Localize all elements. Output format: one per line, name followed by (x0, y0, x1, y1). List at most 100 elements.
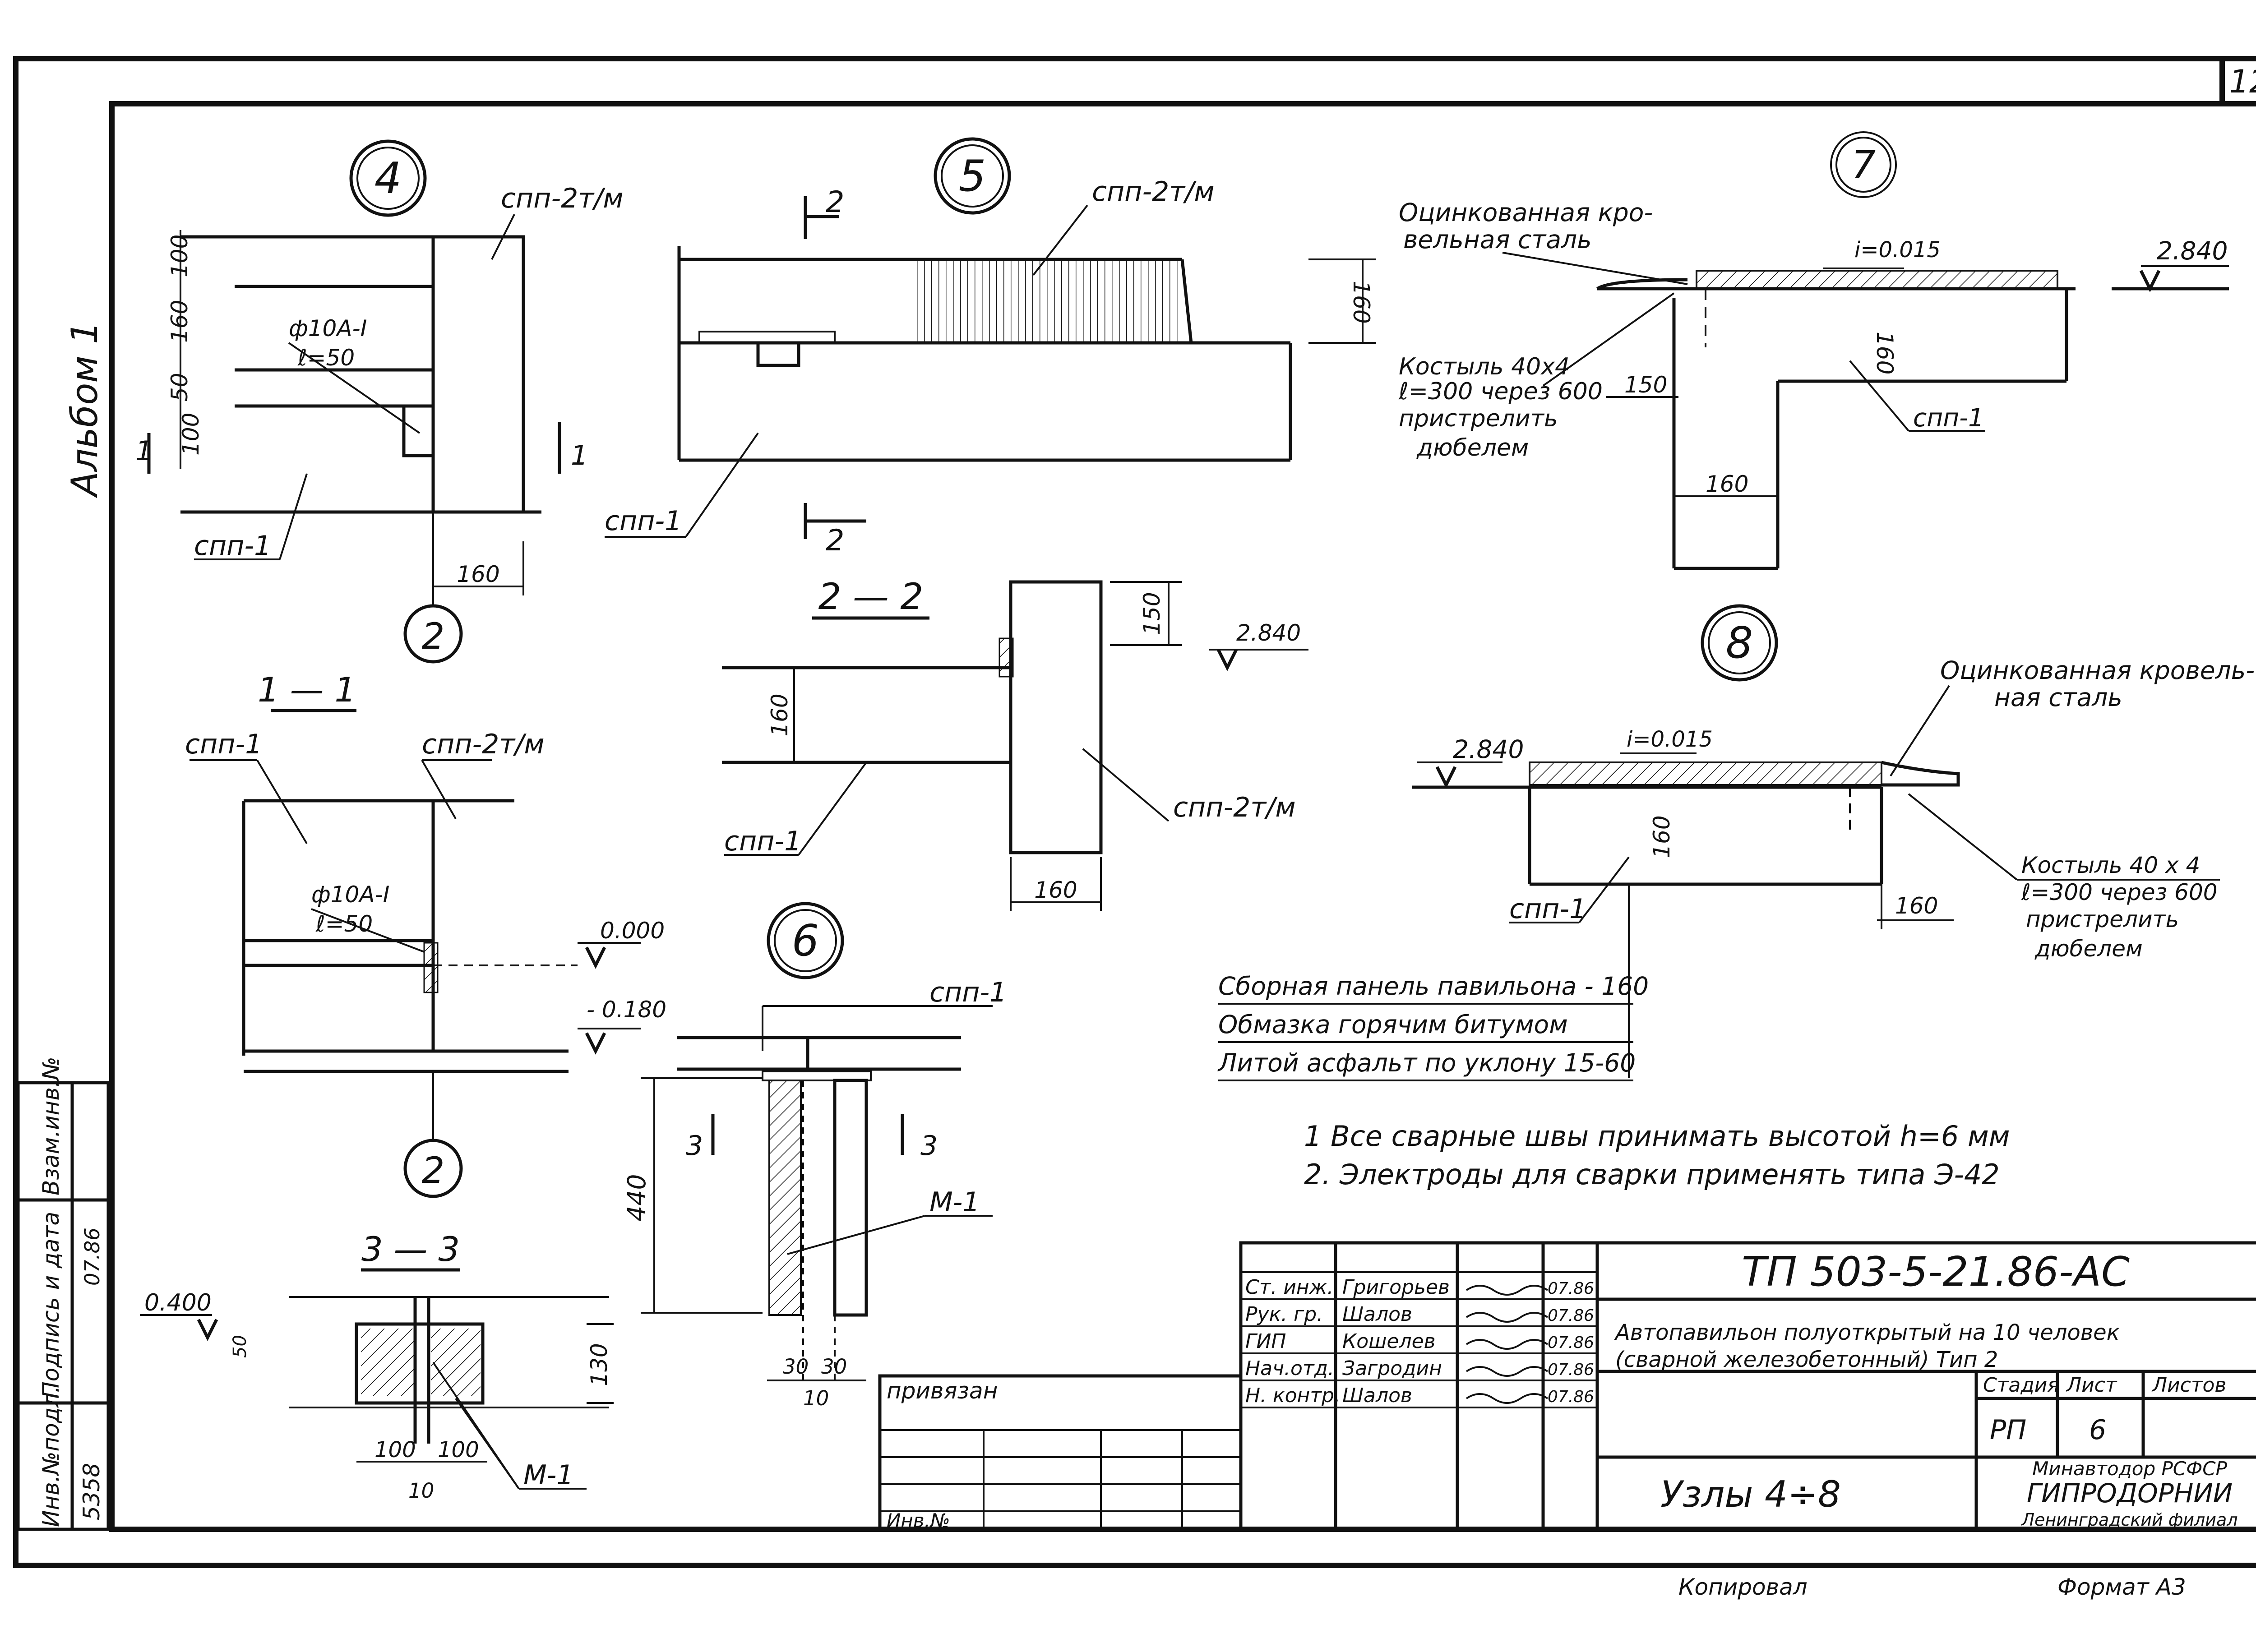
node-4-dim-160: 160 (166, 300, 193, 343)
note-1: 1 Все сварные швы принимать высотой h=6 … (1304, 1120, 2010, 1153)
doc-code: ТП 503-5-21.86-АС (1742, 1248, 2130, 1296)
staff-role-5: Н. контр. (1245, 1384, 1341, 1407)
staff-date-2: 07.86 (1548, 1306, 1594, 1325)
section-2-2: 2 — 2 160 150 2.840 спп-1 спп-2т/м 160 (722, 576, 1308, 911)
note-2: 2. Электроды для сварки применять типа Э… (1304, 1158, 2000, 1191)
section-2-2-level: 2.840 (1236, 620, 1301, 646)
layer-callouts: Сборная панель павильона - 160 Обмазка г… (1217, 884, 1649, 1081)
node-7-detail: 7 Оцинкованная кро- вельная сталь i=0.01… (1398, 131, 2229, 570)
node-5-dim-160: 160 (1348, 281, 1374, 323)
side-sign-date-label: Подпись и дата (38, 1212, 64, 1398)
node-8-crutch-2: ℓ=300 через 600 (2021, 879, 2218, 905)
node-8-crutch-4: дюбелем (2034, 936, 2143, 962)
node-4-dim-100a: 100 (166, 235, 193, 277)
section-2-2-panel-left: спп-1 (724, 826, 801, 857)
org-line-3: Ленинградский филиал (2020, 1510, 2238, 1530)
staff-date-1: 07.86 (1548, 1279, 1594, 1298)
layer-3: Литой асфальт по уклону 15-60 (1217, 1048, 1636, 1077)
node-7-dim-160: 160 (1706, 471, 1748, 497)
node-7-dim-150: 150 (1624, 372, 1667, 398)
node-4-ref-number: 2 (422, 615, 445, 657)
org-line-2: ГИПРОДОРНИИ (2027, 1478, 2233, 1509)
node-6-circle (767, 902, 844, 979)
section-2-2-dim-160v: 160 (767, 693, 793, 736)
node-6-section-mark-right: 3 (920, 1130, 938, 1162)
node-6-dim-30b: 30 (821, 1355, 847, 1379)
side-inv-podl-label: Инв.№подл. (38, 1386, 64, 1527)
node-5-panel-top-label: спп-2т/м (1092, 176, 1215, 208)
node-7-crutch-1: Костыль 40х4 (1399, 353, 1570, 380)
description-line-1: Автопавильон полуоткрытый на 10 человек (1614, 1320, 2120, 1345)
node-4-dim-100b: 100 (178, 413, 204, 456)
staff-date-3: 07.86 (1548, 1334, 1594, 1352)
node-7-roof-steel-2: вельная сталь (1403, 225, 1592, 254)
node-4-detail: 4 спп-2т/м 100 160 50 100 ф10А-I ℓ=50 1 … (135, 139, 624, 664)
node-7-level: 2.840 (2157, 236, 2228, 265)
signature-2 (1465, 1312, 1549, 1323)
node-4-rebar: ф10А-I (289, 315, 367, 341)
node-4-rebar-len: ℓ=50 (297, 345, 355, 371)
node-7-slope: i=0.015 (1854, 237, 1941, 263)
node-8-crutch-3: пристрелить (2026, 906, 2179, 932)
staff-name-4: Загродин (1342, 1357, 1442, 1380)
node-4-number: 4 (374, 154, 402, 203)
section-2-2-panel-right: спп-2т/м (1173, 792, 1296, 823)
section-2-2-title: 2 — 2 (818, 576, 924, 618)
node-7-crutch-4: дюбелем (1416, 434, 1529, 461)
node-5-panel-bottom-label: спп-1 (605, 505, 682, 537)
node-8-dim-160: 160 (1895, 893, 1938, 919)
staff-date-4: 07.86 (1548, 1361, 1594, 1379)
node-8-number: 8 (1726, 618, 1753, 668)
section-3-3: 3 — 3 0.400 50 130 100 100 10 М-1 (140, 1229, 614, 1503)
node-7-dim-160v: 160 (1872, 332, 1898, 374)
node-6-panel-label: спп-1 (929, 977, 1007, 1008)
node-4-dim-50: 50 (166, 373, 193, 401)
description-line-2: (сварной железобетонный) Тип 2 (1615, 1347, 1998, 1372)
node-6-part-label: М-1 (929, 1186, 980, 1218)
section-1-1-panel-right: спп-2т/м (422, 729, 545, 760)
node-4-circle (349, 139, 427, 217)
node-6-dim-440: 440 (622, 1174, 651, 1222)
sheet-title: Узлы 4÷8 (1660, 1473, 1841, 1515)
node-4-ref-circle (403, 604, 463, 664)
node-7-circle (1830, 131, 1897, 198)
node-5-detail: 5 спп-2т/м 2 160 спп-1 2 (605, 137, 1376, 558)
node-4-dim-160w: 160 (457, 561, 499, 587)
staff-name-3: Кошелев (1342, 1330, 1436, 1353)
title-block: Ст. инж. Григорьев 07.86 Рук. гр. Шалов … (878, 1241, 2256, 1532)
stage-label: Стадия (1983, 1374, 2059, 1397)
node-6-section-mark-left: 3 (686, 1130, 703, 1162)
section-1-1-title: 1 — 1 (258, 670, 356, 710)
section-1-1-level-1: 0.000 (600, 918, 665, 944)
section-3-3-title: 3 — 3 (361, 1229, 460, 1269)
node-7-roof-steel-1: Оцинкованная кро- (1399, 198, 1653, 227)
staff-role-4: Нач.отд. (1245, 1357, 1334, 1380)
side-vzam-label: Взам.инв.№ (38, 1057, 64, 1195)
node-5-number: 5 (959, 152, 986, 201)
layer-2: Обмазка горячим битумом (1218, 1010, 1568, 1039)
section-2-2-dim-150: 150 (1139, 592, 1165, 635)
section-1-1-ref-circle (403, 1139, 463, 1198)
section-3-3-dim-100a: 100 (374, 1437, 416, 1463)
side-date-value: 07.86 (80, 1227, 104, 1286)
node-8-detail: 8 Оцинкованная кровель- ная сталь i=0.01… (1412, 604, 2255, 962)
section-1-1-level-2: - 0.180 (587, 997, 666, 1023)
node-8-level: 2.840 (1453, 735, 1524, 764)
section-1-1-panel-left: спп-1 (185, 729, 262, 760)
section-1-1-rebar-len: ℓ=50 (315, 911, 373, 937)
album-label: Альбом 1 (64, 321, 106, 498)
staff-date-5: 07.86 (1548, 1388, 1594, 1406)
node-7-panel-label: спп-1 (1913, 403, 1984, 432)
section-3-3-part: М-1 (523, 1459, 574, 1491)
side-inv-value: 5358 (79, 1463, 105, 1520)
node-4-section-mark-right: 1 (571, 440, 588, 471)
side-stamp: Взам.инв.№ Подпись и дата Инв.№подл. 535… (16, 1057, 110, 1531)
sheet-number: 12 (2229, 63, 2256, 100)
section-1-1-rebar: ф10А-I (311, 881, 389, 908)
staff-name-1: Григорьев (1342, 1276, 1450, 1299)
signature-5 (1465, 1393, 1549, 1404)
copied-label: Копировал (1678, 1574, 1808, 1600)
sheet-label: Лист (2066, 1374, 2117, 1397)
node-5-section-mark-bottom: 2 (826, 524, 844, 558)
